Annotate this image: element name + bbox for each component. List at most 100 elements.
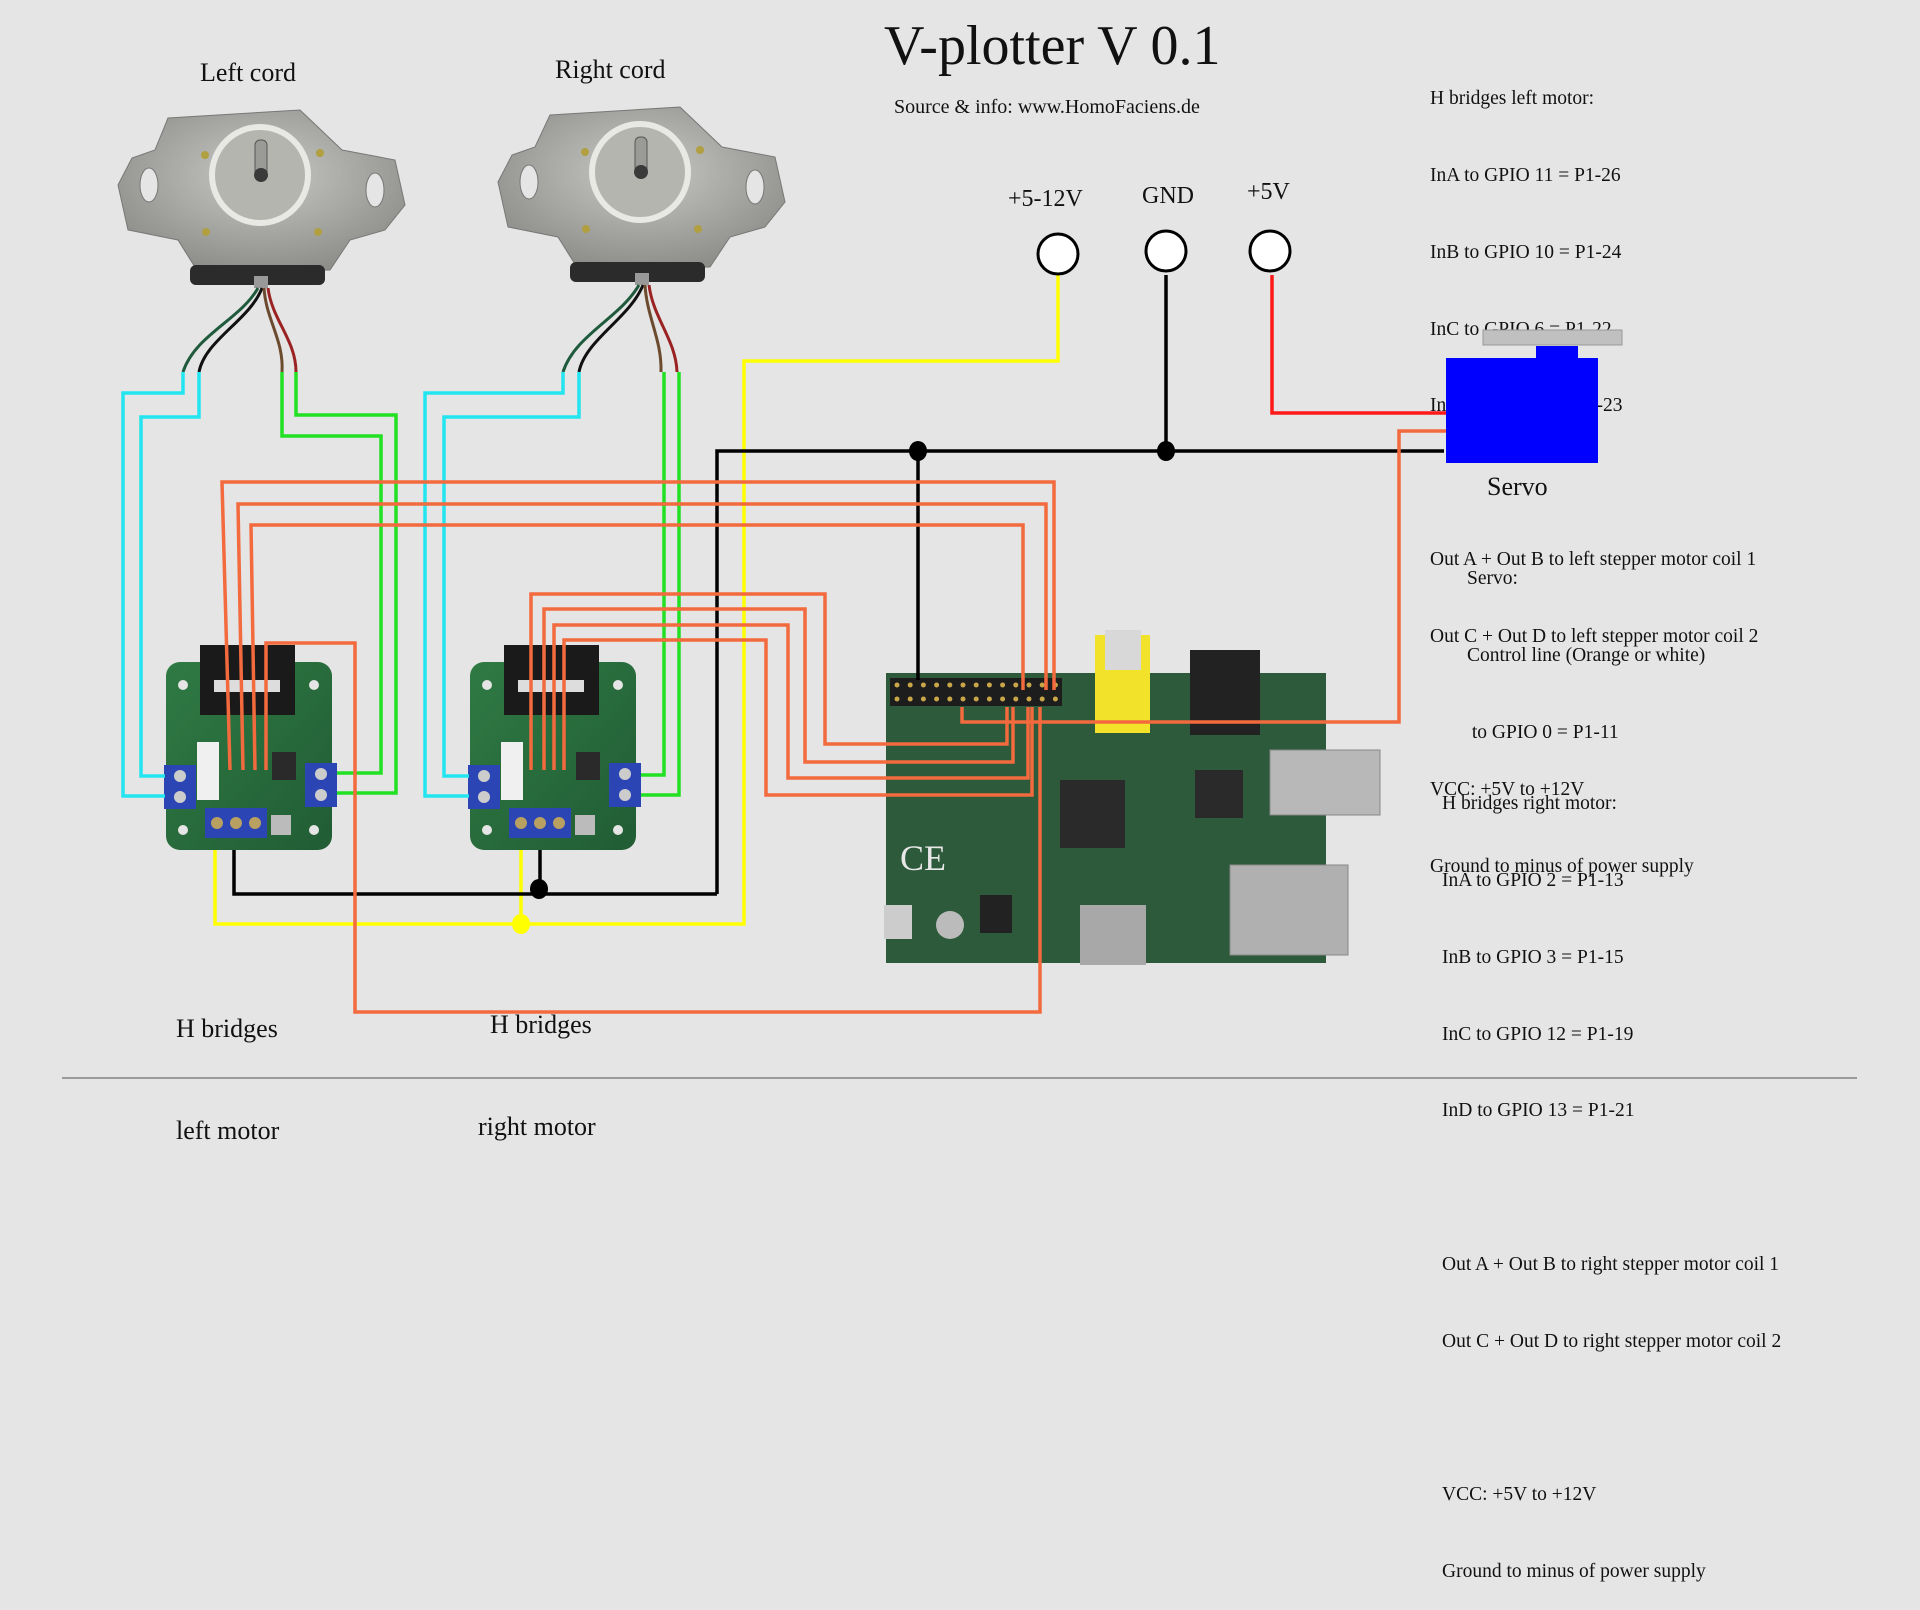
wire-gnd-bus <box>715 449 1166 894</box>
hbridge-left-label-line2: left motor <box>176 1116 280 1145</box>
gpio-pin <box>1013 682 1019 688</box>
wire-gnd <box>1164 275 1444 453</box>
hbridge-right-label-line1: H bridges <box>489 1010 592 1039</box>
gpio-pin <box>973 696 979 702</box>
usb-port <box>1269 749 1381 816</box>
wire-left-coil-b2 <box>294 372 398 795</box>
note-line: Out C + Out D to left stepper motor coil… <box>1430 625 1759 647</box>
gpio-pin <box>1000 682 1006 688</box>
wire-right-inb <box>542 607 1015 770</box>
terminal-label-vcc: +5-12V <box>1008 186 1083 212</box>
gpio-pin <box>894 696 900 702</box>
gpio-pin <box>920 682 926 688</box>
terminal-label-5v: +5V <box>1247 179 1290 205</box>
gpio-pin <box>1039 682 1045 688</box>
servo-note-line: Servo: <box>1467 568 1518 590</box>
gpio-pin <box>947 682 953 688</box>
source-link[interactable]: Source & info: www.HomoFaciens.de <box>894 96 1200 118</box>
note-line: H bridges left motor: <box>1430 88 1595 110</box>
note-line: InC to GPIO 12 = P1-19 <box>1442 1023 1634 1045</box>
note-line: H bridges right motor: <box>1442 793 1617 815</box>
hbridge-right-label-line2: right motor <box>478 1112 596 1141</box>
note-line: InA to GPIO 11 = P1-26 <box>1430 164 1621 186</box>
wire-left-coil-a1 <box>121 372 185 798</box>
gpio-pin <box>960 682 966 688</box>
note-line: VCC: +5V to +12V <box>1442 1484 1597 1506</box>
terminal-5v <box>1248 229 1292 273</box>
junction-gnd-3 <box>530 879 548 899</box>
hdmi-port <box>1080 905 1146 965</box>
note-line: InD to GPIO 13 = P1-21 <box>1442 1100 1635 1122</box>
gpio-header-p1 <box>890 678 1062 706</box>
junction-vcc <box>512 914 530 934</box>
wire-left-inb <box>236 502 1048 771</box>
soc-chip <box>1060 780 1125 848</box>
servo-note-line: Control line (Orange or white) <box>1467 644 1706 666</box>
ce-mark: CE <box>900 838 946 878</box>
wire-vcc <box>213 275 1060 926</box>
gpio-pin <box>1026 682 1032 688</box>
gpio-pin <box>934 682 940 688</box>
wire-right-coil-a1 <box>423 372 565 798</box>
junction-gnd-1 <box>909 441 927 461</box>
gpio-pin <box>986 682 992 688</box>
gpio-pin <box>973 682 979 688</box>
hbridge-left-board <box>164 645 337 850</box>
note-line: VCC: +5V to +12V <box>1430 779 1585 801</box>
ethernet-port <box>1229 864 1349 956</box>
gpio-pin <box>986 696 992 702</box>
note-line: Out A + Out B to right stepper motor coi… <box>1442 1253 1780 1275</box>
wiring-diagram: CE <box>117 106 1623 1014</box>
note-line: InB to GPIO 10 = P1-24 <box>1430 241 1622 263</box>
gpio-pin <box>894 682 900 688</box>
terminal-label-gnd: GND <box>1142 183 1194 209</box>
wire-right-coil-a2 <box>442 372 581 778</box>
right-motor-label: Right cord <box>555 55 666 84</box>
gpio-pin <box>1026 696 1032 702</box>
wire-right-ina <box>529 592 1009 770</box>
gpio-pin <box>947 696 953 702</box>
note-line: Ground to minus of power supply <box>1430 856 1694 877</box>
gpio-pin <box>1052 696 1058 702</box>
note-line: Out A + Out B to left stepper motor coil… <box>1430 548 1757 570</box>
gpio-pin <box>1013 696 1019 702</box>
gpio-pin <box>907 682 913 688</box>
junction-gnd-2 <box>1157 441 1175 461</box>
wire-left-ina <box>220 480 1056 771</box>
servo-note-line: to GPIO 0 = P1-11 <box>1467 721 1619 743</box>
hbridge-left-label-line1: H bridges <box>176 1014 278 1043</box>
wire-right-coil-b1 <box>641 372 666 777</box>
terminal-gnd <box>1144 229 1188 273</box>
wire-left-coil-a2 <box>139 372 201 778</box>
wire-left-ind <box>264 641 1042 1014</box>
wire-gnd-hbridges <box>232 850 717 896</box>
wire-left-inc <box>249 523 1025 771</box>
gpio-pin <box>960 696 966 702</box>
note-line: Out C + Out D to right stepper motor coi… <box>1442 1330 1782 1352</box>
terminal-vcc <box>1036 232 1080 276</box>
wire-servo-control <box>960 429 1446 724</box>
wire-right-ind <box>562 638 1034 797</box>
diagram-title: V-plotter V 0.1 <box>884 15 1221 77</box>
servo-notes: Servo: Control line (Orange or white) to… <box>1467 515 1705 771</box>
gpio-pin <box>1039 696 1045 702</box>
note-spacer <box>1442 1175 1781 1201</box>
note-line: InB to GPIO 3 = P1-15 <box>1442 946 1624 968</box>
note-line: Ground to minus of power supply <box>1442 1561 1706 1582</box>
right-stepper-motor <box>497 106 786 373</box>
gpio-pin <box>920 696 926 702</box>
bottom-divider <box>62 1077 1857 1079</box>
wire-right-inc <box>552 623 1030 780</box>
servo-label: Servo <box>1487 472 1548 501</box>
wire-right-coil-b2 <box>641 372 681 797</box>
servo-motor <box>1446 329 1623 463</box>
raspberry-pi-board: CE <box>884 630 1381 965</box>
note-spacer <box>1442 1405 1781 1431</box>
gpio-pin <box>1000 696 1006 702</box>
wire-left-coil-b1 <box>280 372 383 775</box>
gpio-pin <box>934 696 940 702</box>
micro-usb-power <box>884 905 912 939</box>
left-stepper-motor <box>117 109 406 373</box>
left-motor-label: Left cord <box>200 58 297 87</box>
note-line: InA to GPIO 2 = P1-13 <box>1442 869 1624 891</box>
